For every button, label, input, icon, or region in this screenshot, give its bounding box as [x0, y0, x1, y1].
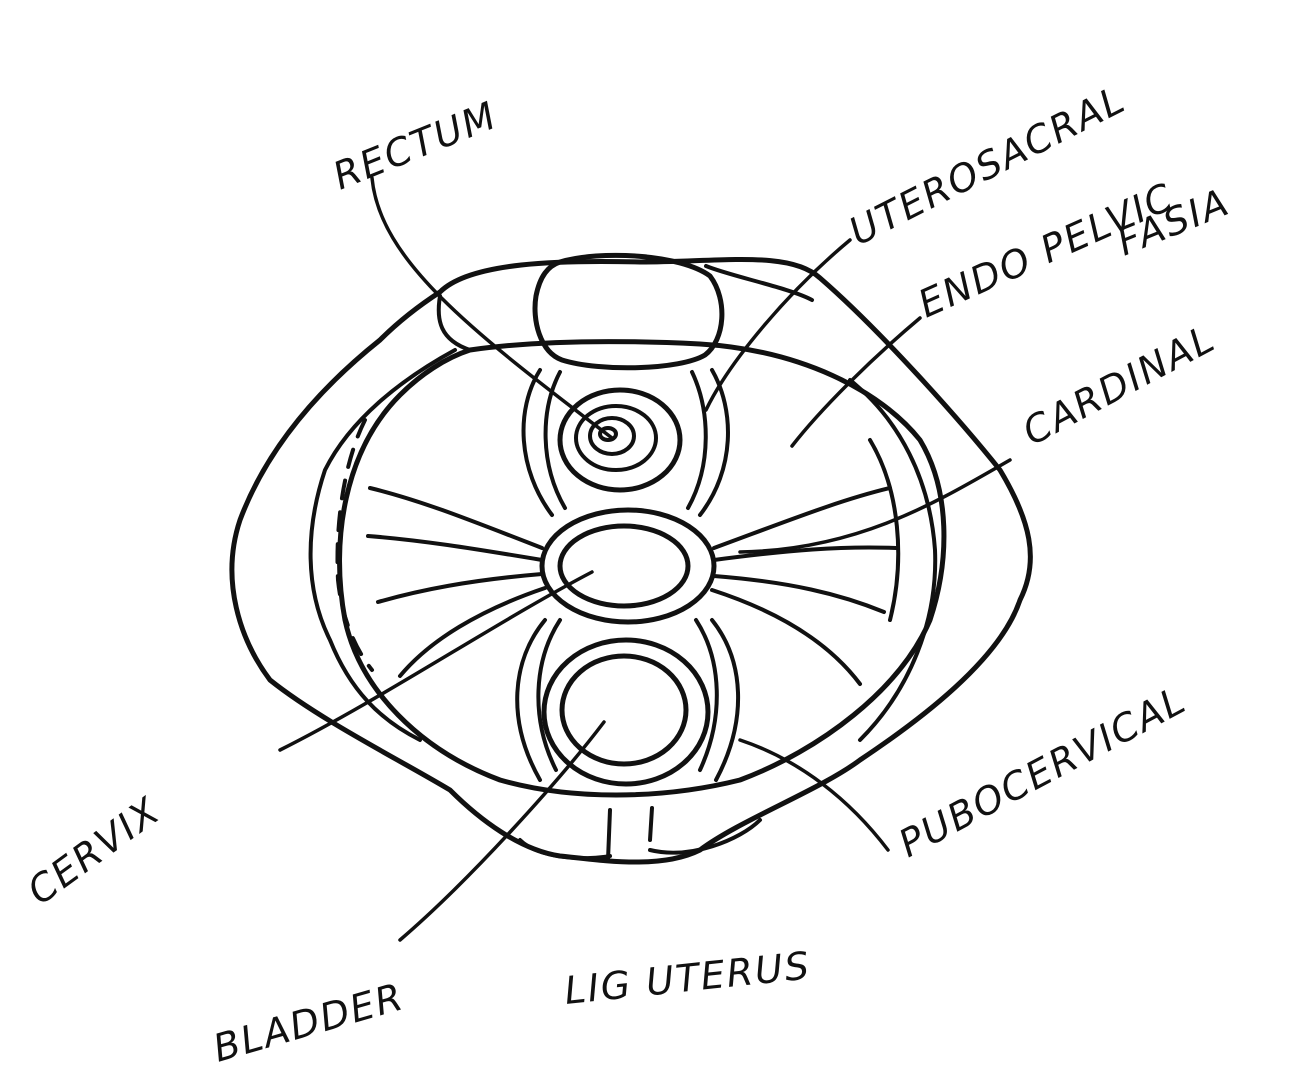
- label-cervix: CERVIX: [19, 788, 168, 913]
- label-bladder: BLADDER: [208, 974, 409, 1070]
- uterosacral-right-band-2: [688, 372, 706, 508]
- leader-cardinal: [740, 460, 1010, 552]
- bottom-left-lobe: [520, 840, 610, 858]
- endopelvic-fascia-ellipse: [340, 342, 944, 795]
- cervix-ring-inner: [560, 526, 688, 606]
- leader-rectum: [372, 178, 612, 438]
- lig-uterus-left-stem: [608, 810, 610, 860]
- pelvic-outline: [232, 259, 1030, 862]
- left-wall-dashed: [337, 420, 372, 670]
- cardinal-right-2: [714, 548, 896, 561]
- right-wall-outer: [870, 440, 898, 620]
- label-lig-uterus: LIG UTERUS: [562, 943, 813, 1013]
- rectum-block: [535, 255, 722, 367]
- pubocervical-left-band: [517, 620, 545, 780]
- label-cardinal: CARDINAL: [1016, 316, 1223, 454]
- leader-uterosacral: [706, 240, 850, 410]
- bladder-ring-inner: [562, 656, 686, 764]
- lig-uterus-right-stem: [650, 808, 652, 840]
- label-rectum: RECTUM: [327, 93, 504, 199]
- outline-top-left-fold: [439, 296, 470, 350]
- cardinal-right-3: [714, 576, 884, 612]
- right-wall-inner: [850, 380, 935, 740]
- cardinal-right-1: [714, 488, 890, 548]
- leader-endopelvic: [792, 318, 920, 446]
